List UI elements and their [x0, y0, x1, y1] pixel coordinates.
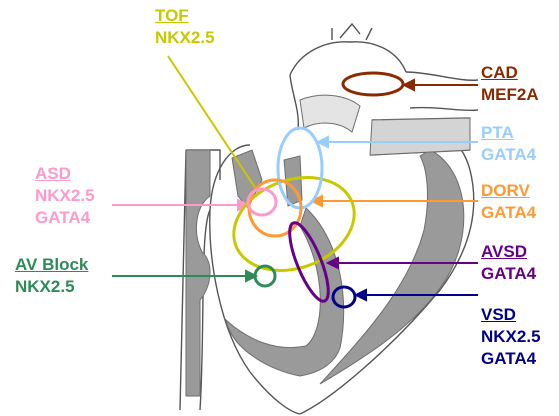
cad-gene: MEF2A [481, 84, 539, 106]
cad-title: CAD [481, 62, 539, 84]
vsd-gene-1: NKX2.5 [481, 326, 541, 348]
asd-gene-1: NKX2.5 [35, 185, 95, 207]
pta-label: PTA GATA4 [481, 122, 536, 166]
asd-label: ASD NKX2.5 GATA4 [35, 163, 95, 229]
dorv-gene: GATA4 [481, 202, 536, 224]
pta-title: PTA [481, 122, 536, 144]
avblock-title: AV Block [15, 254, 88, 276]
asd-region [248, 189, 276, 215]
avsd-label: AVSD GATA4 [481, 241, 536, 285]
avsd-gene: GATA4 [481, 263, 536, 285]
tof-title: TOF [155, 5, 215, 27]
tof-gene: NKX2.5 [155, 27, 215, 49]
tof-label: TOF NKX2.5 [155, 5, 215, 49]
avblock-label: AV Block NKX2.5 [15, 254, 88, 298]
cad-label: CAD MEF2A [481, 62, 539, 106]
asd-gene-2: GATA4 [35, 207, 95, 229]
pta-gene: GATA4 [481, 144, 536, 166]
vsd-label: VSD NKX2.5 GATA4 [481, 304, 541, 370]
avblock-gene: NKX2.5 [15, 276, 88, 298]
avsd-title: AVSD [481, 241, 536, 263]
vsd-title: VSD [481, 304, 541, 326]
vsd-gene-2: GATA4 [481, 348, 541, 370]
tof-connector [168, 56, 258, 192]
cad-region [343, 73, 403, 95]
dorv-label: DORV GATA4 [481, 180, 536, 224]
dorv-title: DORV [481, 180, 536, 202]
asd-title: ASD [35, 163, 95, 185]
